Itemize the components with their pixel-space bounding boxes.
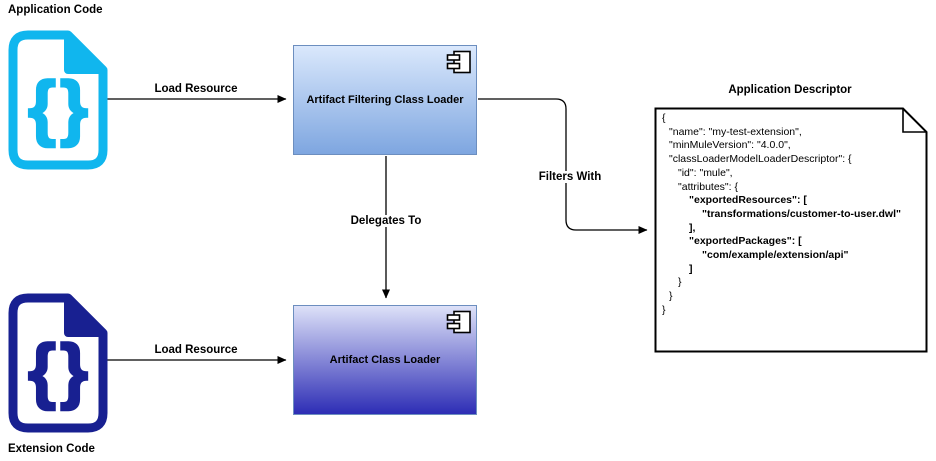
filters-with-label: Filters With [518, 171, 622, 183]
descriptor-code-line: "attributes": { [678, 180, 738, 193]
descriptor-code-line: "name": "my-test-extension", [669, 125, 802, 138]
svg-text:}: } [60, 331, 88, 411]
descriptor-code-line: "exportedPackages": [ [689, 235, 802, 248]
descriptor-code: {"name": "my-test-extension","minMuleVer… [662, 112, 920, 318]
artifact-class-loader-label: Artifact Class Loader [329, 354, 441, 366]
descriptor-code-line: } [669, 290, 673, 303]
descriptor-code-line: ], [689, 221, 696, 234]
extension-code-label: Extension Code [8, 443, 95, 455]
svg-text:{: { [28, 331, 56, 411]
edge-filters-with [478, 98, 648, 234]
artifact-class-loader-node: Artifact Class Loader [293, 305, 477, 415]
load-resource-top-label: Load Resource [140, 83, 252, 95]
descriptor-code-line: "minMuleVersion": "4.0.0", [669, 139, 791, 152]
svg-text:}: } [60, 68, 88, 148]
descriptor-note-shape [654, 107, 928, 353]
descriptor-code-line: "com/example/extension/api" [702, 249, 849, 262]
application-code-file-icon: { } [8, 30, 108, 170]
svg-text:{: { [28, 68, 56, 148]
application-code-label: Application Code [8, 4, 103, 16]
descriptor-code-line: ] [689, 262, 693, 275]
delegates-to-label: Delegates To [334, 215, 438, 227]
descriptor-code-line: } [662, 303, 666, 316]
artifact-filtering-class-loader-node: Artifact Filtering Class Loader [293, 45, 477, 155]
descriptor-code-line: "id": "mule", [678, 166, 733, 179]
artifact-filtering-class-loader-label: Artifact Filtering Class Loader [306, 94, 464, 106]
application-descriptor-label: Application Descriptor [728, 84, 852, 96]
descriptor-code-line: "transformations/customer-to-user.dwl" [702, 207, 901, 220]
uml-component-icon [446, 310, 471, 334]
descriptor-code-line: } [678, 276, 682, 289]
descriptor-code-line: { [662, 112, 666, 124]
uml-component-icon [446, 50, 471, 74]
descriptor-code-line: "classLoaderModelLoaderDescriptor": { [669, 153, 852, 166]
extension-code-file-icon: { } [8, 293, 108, 433]
descriptor-code-line: "exportedResources": [ [689, 194, 807, 207]
load-resource-bottom-label: Load Resource [140, 344, 252, 356]
